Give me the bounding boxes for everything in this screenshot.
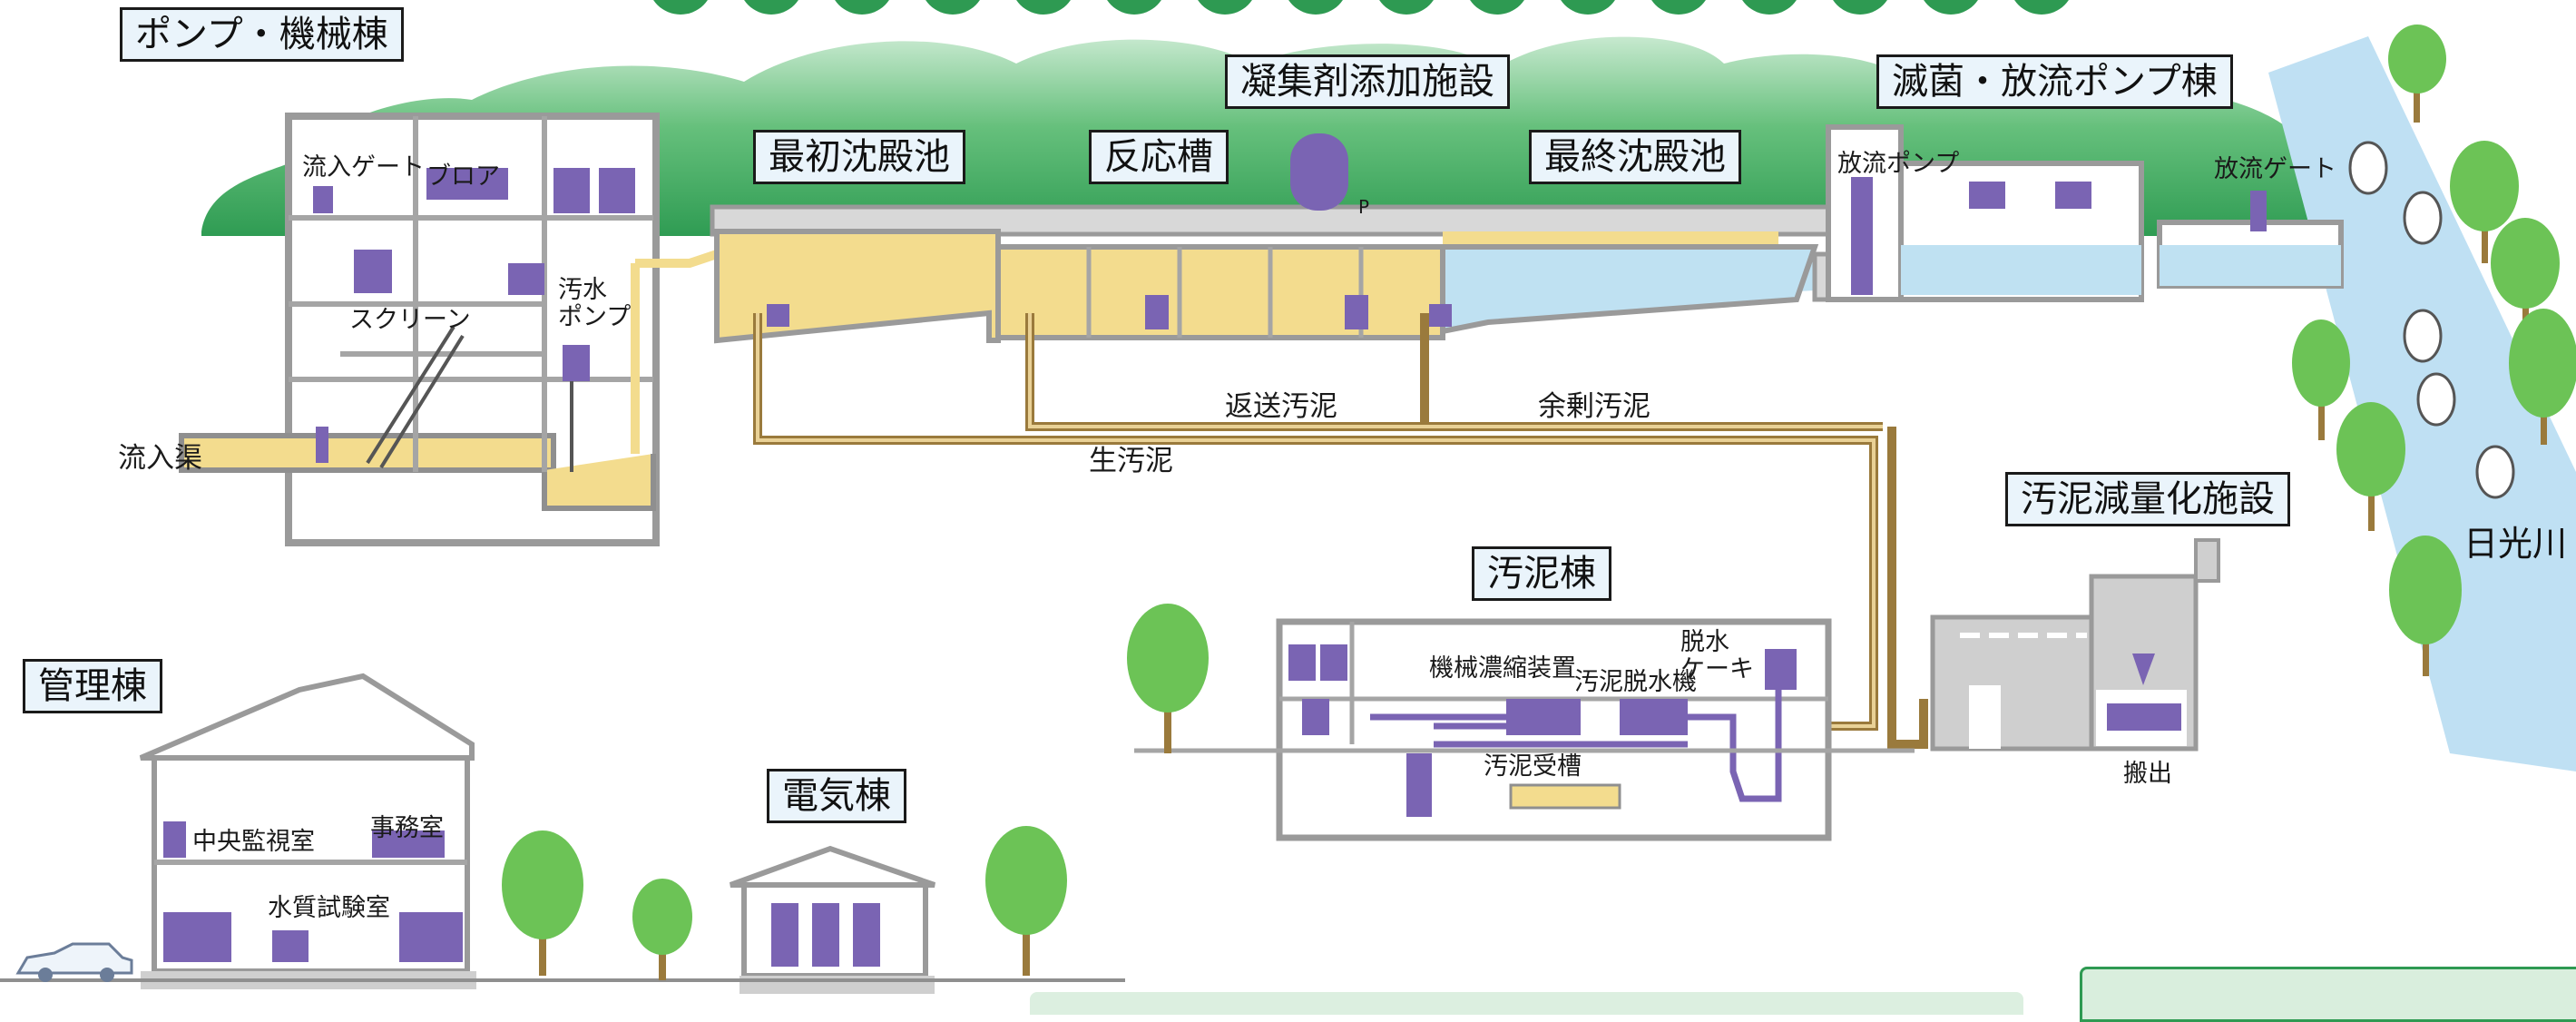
label-excess-sludge: 余剰汚泥 [1538,390,1650,423]
label-inflow-gate: 流入ゲート [302,153,425,182]
bottom-tab-right [2080,967,2576,1022]
label-discharge-gate: 放流ゲート [2214,155,2336,183]
label-disinfection-pump-building: 滅菌・放流ポンプ棟 [1876,54,2233,109]
top-decoration [653,0,2069,15]
sludge-reduction-building [1930,538,2220,752]
admin-building [139,673,476,989]
label-return-sludge: 返送汚泥 [1225,390,1337,423]
label-raw-sludge: 生汚泥 [1089,445,1173,477]
label-admin-building: 管理棟 [23,659,162,713]
label-coagulant-facility: 凝集剤添加施設 [1225,54,1510,109]
car [15,942,133,982]
label-sludge-receiving-tank: 汚泥受槽 [1484,752,1582,781]
label-nikko-river: 日光川 [2463,524,2568,564]
fish [2348,141,2515,499]
pipe-highlight [756,313,1883,728]
sludge-building [1134,618,1915,841]
label-final-settling-tank: 最終沈殿池 [1529,130,1741,184]
label-blower: ブロア [426,162,500,191]
label-screen: スクリーン [349,306,471,334]
label-central-monitoring-room: 中央監視室 [192,828,315,856]
label-sludge-dewaterer: 汚泥脱水機 [1574,668,1697,696]
hills [201,36,2323,236]
label-reaction-tank: 反応槽 [1089,130,1229,184]
label-sludge-reduction-facility: 汚泥減量化施設 [2005,472,2290,526]
disinfection-building [1826,124,2344,302]
bottom-tab-left [1030,992,2023,1015]
label-dewatered-cake: 脱水 ケーキ [1680,628,1754,683]
label-sludge-building: 汚泥棟 [1472,546,1611,601]
label-carry-out: 搬出 [2123,760,2172,788]
trees [502,25,2576,980]
electric-building [729,845,935,994]
label-inflow-channel: 流入渠 [118,442,202,475]
label-primary-settling-tank: 最初沈殿池 [753,130,965,184]
label-discharge-pump: 放流ポンプ [1837,150,1960,178]
label-p-mark: P [1358,196,1370,218]
label-electric-building: 電気棟 [767,769,906,823]
label-pump-building: ポンプ・機械棟 [120,7,404,62]
label-water-quality-lab: 水質試験室 [268,894,390,922]
label-office: 事務室 [370,814,444,842]
label-mech-thickener: 機械濃縮装置 [1429,654,1576,683]
pump-building [179,113,719,546]
label-sewage-pump: 汚水 ポンプ [558,276,632,331]
